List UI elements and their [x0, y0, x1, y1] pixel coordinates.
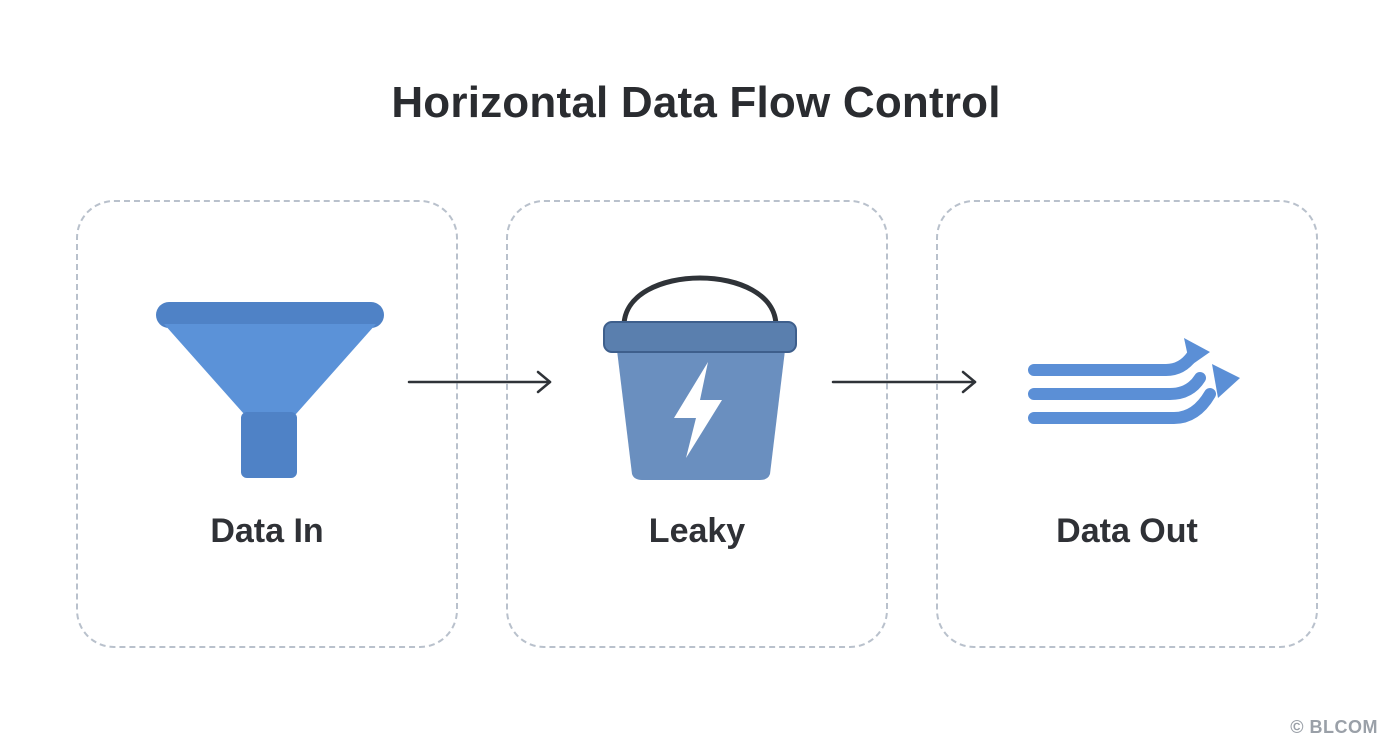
- stage-data-in: Data In: [76, 200, 458, 648]
- lightning-icon: [674, 362, 722, 458]
- stage-leaky: Leaky: [506, 200, 888, 648]
- diagram-title: Horizontal Data Flow Control: [391, 78, 1001, 127]
- triple-arrow-icon: [1028, 338, 1240, 424]
- stage-data-out: Data Out: [936, 200, 1318, 648]
- stage-label: Leaky: [648, 512, 746, 550]
- watermark: © BLCOM: [1290, 717, 1378, 737]
- stage-label: Data Out: [1056, 512, 1198, 550]
- bucket-icon: [603, 275, 797, 480]
- funnel-icon: [156, 302, 384, 478]
- stage-label: Data In: [210, 512, 324, 550]
